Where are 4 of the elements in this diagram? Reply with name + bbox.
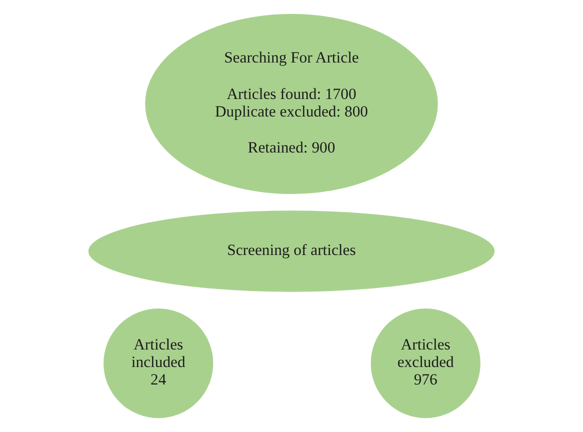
node-ellipse: Screening of articles [85,208,498,295]
node-circle: Articles included 24 [100,306,216,422]
node-ellipse: Searching For Article Articles found: 1700 Duplicate excluded: 800 Retained: 900 [142,10,441,197]
node-circle: Articles excluded 976 [368,306,484,422]
